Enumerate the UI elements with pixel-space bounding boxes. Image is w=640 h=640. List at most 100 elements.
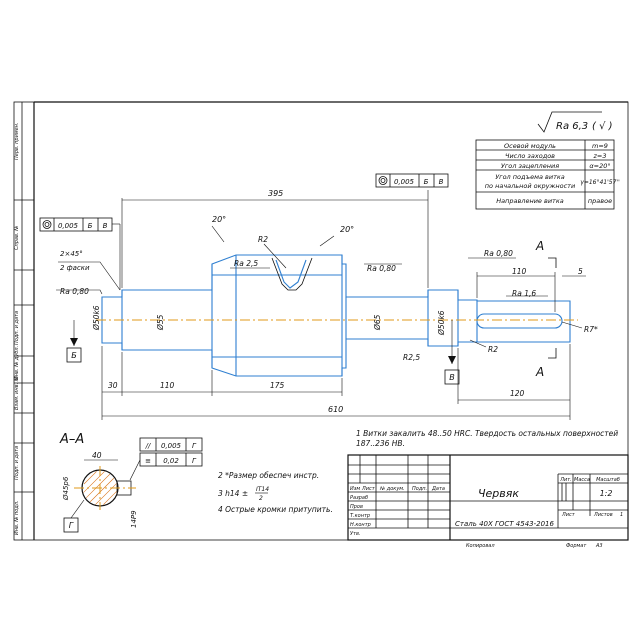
dim-120: 120 bbox=[510, 389, 525, 398]
svg-text:Лист: Лист bbox=[561, 512, 576, 518]
svg-text:2 *Размер обеспеч инстр.: 2 *Размер обеспеч инстр. bbox=[218, 471, 319, 480]
general-roughness: Ra 6,3 ( √ ) bbox=[537, 111, 613, 133]
roughness-marks: Ra 0,80 Ra 2,5 Ra 0,80 Ra 0,80 Ra 1,6 bbox=[56, 249, 548, 298]
side-labels: Перв. примен. Справ. № Подп. и дата Инв.… bbox=[14, 122, 20, 535]
svg-text:Т.контр: Т.контр bbox=[350, 513, 370, 519]
dim-5: 5 bbox=[578, 267, 583, 276]
material: Сталь 40Х ГОСТ 4543-2016 bbox=[455, 520, 555, 528]
side-label: Взам. инв. № bbox=[14, 376, 20, 410]
dimensions: 395 610 30 110 175 120 110 5 Ø50k6 Ø55 Ø… bbox=[58, 189, 598, 420]
tolerance-frame-left: 0,005 Б В bbox=[39, 217, 121, 290]
datum-b: Б bbox=[66, 320, 82, 363]
parameters-table: Осевой модуль m=9 Число заходов z=3 Угол… bbox=[475, 139, 620, 210]
svg-text:Копировал: Копировал bbox=[466, 543, 495, 549]
dim-30: 30 bbox=[108, 381, 118, 390]
svg-text:Утв.: Утв. bbox=[350, 531, 361, 537]
svg-text:Г: Г bbox=[192, 457, 197, 465]
svg-text:А3: А3 bbox=[595, 543, 603, 549]
side-label: Перв. примен. bbox=[14, 122, 20, 160]
svg-text:Ra 1,6: Ra 1,6 bbox=[512, 289, 536, 298]
chamfer-note: 2×45° bbox=[60, 250, 83, 258]
svg-text:Б: Б bbox=[424, 178, 429, 186]
svg-text:Пров: Пров bbox=[350, 504, 363, 510]
svg-text:3 h14 ±: 3 h14 ± bbox=[218, 489, 248, 498]
svg-text:IT14: IT14 bbox=[256, 486, 269, 493]
param-value: z=3 bbox=[593, 152, 607, 160]
svg-text:Формат: Формат bbox=[566, 543, 587, 549]
side-label: Справ. № bbox=[14, 226, 20, 250]
param-label: Угол зацепления bbox=[501, 162, 559, 170]
radius-r2-bottom: R2 bbox=[488, 345, 498, 354]
radius-r2-top: R2 bbox=[258, 235, 268, 244]
svg-text:№ докум.: № докум. bbox=[379, 486, 405, 492]
side-label: Подп. и дата bbox=[14, 311, 20, 345]
angle-20-right: 20° bbox=[340, 225, 354, 234]
svg-text:Ra 0,80: Ra 0,80 bbox=[367, 264, 396, 273]
param-label: Осевой модуль bbox=[504, 142, 556, 150]
part-name: Червяк bbox=[478, 487, 519, 500]
dia-65: Ø65 bbox=[373, 314, 382, 331]
svg-text:Ra 2,5: Ra 2,5 bbox=[234, 259, 258, 268]
section-key: 14P9 bbox=[130, 510, 138, 528]
svg-text:Г: Г bbox=[69, 521, 74, 530]
svg-text:В: В bbox=[103, 222, 108, 230]
svg-text:В: В bbox=[439, 178, 444, 186]
title-block: Лит. Масса Масштаб 1:2 Лист Листов 1 Чер… bbox=[347, 454, 629, 549]
radius-r25: R2,5 bbox=[403, 353, 420, 362]
svg-text:Масштаб: Масштаб bbox=[596, 477, 620, 483]
dim-395: 395 bbox=[268, 189, 283, 198]
tolerance-frame-top: 0,005 Б В bbox=[375, 173, 449, 188]
dim-610: 610 bbox=[328, 405, 343, 414]
svg-text:Б: Б bbox=[71, 351, 77, 360]
param-value: m=9 bbox=[592, 142, 608, 150]
svg-text:( √ ): ( √ ) bbox=[592, 121, 613, 132]
svg-text:Дата: Дата bbox=[431, 486, 445, 492]
svg-text:Лит.: Лит. bbox=[559, 477, 572, 483]
param-value: α=20° bbox=[589, 162, 610, 170]
svg-text:187..236 HB.: 187..236 HB. bbox=[356, 439, 405, 448]
dim-110-key: 110 bbox=[512, 267, 527, 276]
svg-text:А: А bbox=[535, 239, 544, 253]
svg-text:Ra 0,80: Ra 0,80 bbox=[484, 249, 513, 258]
svg-text:Н.контр: Н.контр bbox=[350, 522, 371, 528]
svg-text:В: В bbox=[449, 373, 455, 382]
svg-text:0,02: 0,02 bbox=[163, 457, 179, 465]
svg-text:≡: ≡ bbox=[145, 457, 151, 465]
param-label: Угол подъема витка bbox=[495, 173, 565, 181]
dia-left: Ø50k6 bbox=[92, 305, 101, 331]
section-markers: А А bbox=[535, 239, 557, 379]
param-label: Направление витка bbox=[496, 197, 564, 205]
section-aa: А–А 40 Ø45p6 14P9 Г // 0,005 Г ≡ 0,02 bbox=[59, 432, 203, 533]
svg-text:0,005: 0,005 bbox=[394, 178, 415, 186]
svg-text:40: 40 bbox=[92, 451, 102, 460]
side-label: Подп. и дата bbox=[14, 446, 20, 480]
dia-right: Ø50k6 bbox=[437, 310, 446, 336]
technical-notes: 1 Витки закалить 48..50 HRC. Твердость о… bbox=[218, 429, 618, 514]
chamfer-count: 2 фаски bbox=[60, 264, 90, 272]
svg-text:4 Острые кромки притупить.: 4 Острые кромки притупить. bbox=[218, 505, 333, 514]
svg-text:Подп.: Подп. bbox=[412, 486, 427, 492]
svg-text:0,005: 0,005 bbox=[161, 442, 182, 450]
svg-text:Масса: Масса bbox=[574, 477, 590, 483]
svg-text:1: 1 bbox=[620, 512, 623, 518]
svg-text:1 Витки закалить 48..50 HRC. Т: 1 Витки закалить 48..50 HRC. Твердость о… bbox=[356, 429, 618, 438]
svg-text:Ra 0,80: Ra 0,80 bbox=[60, 287, 89, 296]
svg-text:Б: Б bbox=[88, 222, 93, 230]
radius-r7: R7* bbox=[584, 325, 598, 334]
svg-text:А: А bbox=[535, 365, 544, 379]
svg-text:0,005: 0,005 bbox=[58, 222, 79, 230]
side-label: Инв. № подл. bbox=[14, 501, 20, 536]
param-label: Число заходов bbox=[505, 152, 555, 160]
dim-175: 175 bbox=[270, 381, 285, 390]
svg-text:Ra 6,3: Ra 6,3 bbox=[556, 121, 588, 132]
svg-text:2: 2 bbox=[259, 495, 263, 502]
svg-text:1:2: 1:2 bbox=[600, 489, 613, 498]
param-value: γ=16°41'57'' bbox=[580, 179, 620, 186]
param-value: правое bbox=[588, 197, 612, 205]
svg-text:Листов: Листов bbox=[593, 512, 613, 518]
dia-55: Ø55 bbox=[156, 314, 165, 331]
svg-text:Изм: Изм bbox=[350, 486, 360, 492]
shaft-outline bbox=[101, 254, 571, 377]
angle-20-left: 20° bbox=[212, 215, 226, 224]
